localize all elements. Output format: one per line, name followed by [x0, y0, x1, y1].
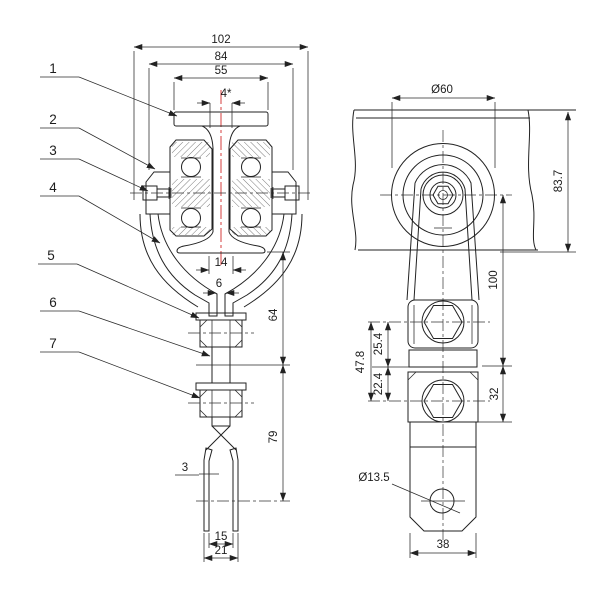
dim-rail-head-width: 55 [215, 65, 228, 77]
dim-bolt-spacing-upper: 25.4 [373, 332, 385, 355]
wheel-side [391, 143, 495, 247]
hub-outer-circle [422, 174, 464, 216]
yoke-left-wall [149, 213, 218, 317]
rail-web-left [201, 125, 214, 232]
dim-block-height: 32 [489, 388, 501, 401]
dim-fork-inner: 15 [215, 531, 228, 543]
left-wheel-outline [169, 139, 213, 237]
lower-washer [195, 382, 247, 391]
dim-hole-diameter: Ø13.5 [358, 472, 389, 484]
dim-wheel-gap: 14 [215, 257, 228, 269]
part-label-1: 1 [49, 61, 57, 76]
hanger-arm [368, 164, 490, 423]
middle-spacer-band [408, 349, 478, 368]
dim-bolt-spacing-total: 47.8 [355, 351, 367, 373]
clevis-fork [196, 425, 290, 532]
dim-fork-outer: 21 [215, 545, 228, 557]
yoke-left-silhouette [139, 213, 199, 308]
side-view: Ø60 83.7 100 32 25.4 22.4 47.8 Ø13.5 38 [351, 84, 576, 558]
front-view: 102 84 55 4* 14 6 64 79 3 [38, 34, 312, 562]
side-dimensions: Ø60 83.7 100 32 25.4 22.4 47.8 Ø13.5 38 [355, 84, 576, 558]
dim-web-thickness: 4* [221, 88, 232, 100]
fork-right-wall [229, 447, 239, 532]
wheel-rim-circle [402, 154, 484, 236]
part-labels: 1 2 3 4 5 6 7 [38, 61, 211, 399]
rail-web-right [228, 125, 241, 232]
rail-bottom-flange [176, 231, 266, 254]
part-label-4: 4 [49, 180, 57, 195]
wheel-outer-circle [391, 143, 495, 247]
rail-head [173, 111, 269, 127]
right-wheel-outline [229, 139, 273, 237]
axle-hex-head [432, 185, 454, 205]
dim-fork-wall: 3 [182, 462, 188, 474]
left-bracket-plate [145, 171, 171, 215]
right-wheel-section [229, 139, 273, 237]
part-label-3: 3 [49, 143, 57, 158]
axle-center-circle [438, 190, 448, 200]
yoke-right-wall [224, 213, 293, 317]
dim-bolt-spacing-lower: 22.4 [373, 372, 385, 395]
right-wheel-upper-ball [241, 157, 261, 177]
dim-wheel-diameter: Ø60 [431, 84, 453, 96]
left-wheel-section [169, 139, 213, 237]
dim-drop-upper: 64 [268, 308, 280, 321]
dim-overall-width: 102 [211, 34, 230, 46]
fork-left-wall [203, 447, 213, 532]
part-label-2: 2 [49, 112, 57, 127]
part-label-7: 7 [49, 336, 57, 351]
upper-nut [199, 319, 243, 348]
left-wheel-lower-ball [181, 208, 201, 228]
dim-neck-slot: 6 [216, 278, 222, 290]
dim-bracket-width: 84 [215, 51, 228, 63]
left-wheel-upper-ball [181, 157, 201, 177]
upper-bolt-boss [407, 299, 479, 349]
dim-strap-width: 38 [437, 539, 450, 551]
hub-inner-circle [429, 181, 457, 209]
mounting-strap [409, 422, 477, 532]
rod-stub [211, 416, 231, 427]
part-label-6: 6 [49, 295, 57, 310]
dim-axle-to-bolt: 100 [488, 270, 500, 289]
rail-break-right [527, 109, 537, 251]
rail-side [351, 109, 576, 251]
upper-washer [195, 312, 247, 321]
rail-section [173, 111, 269, 254]
right-bracket-plate [271, 171, 297, 215]
rail-break-left [351, 109, 357, 251]
dim-rail-height: 83.7 [553, 170, 565, 192]
yoke-right-silhouette [243, 213, 303, 308]
lower-hex-nut [423, 384, 463, 418]
upper-hex-nut [423, 305, 463, 339]
front-dimensions: 102 84 55 4* 14 6 64 79 3 [133, 34, 309, 562]
right-wheel-lower-ball [241, 208, 261, 228]
dim-drop-lower: 79 [268, 431, 280, 444]
part-label-5: 5 [47, 248, 55, 263]
hanger-bolt-assembly [188, 312, 254, 427]
lower-nut [199, 389, 243, 418]
